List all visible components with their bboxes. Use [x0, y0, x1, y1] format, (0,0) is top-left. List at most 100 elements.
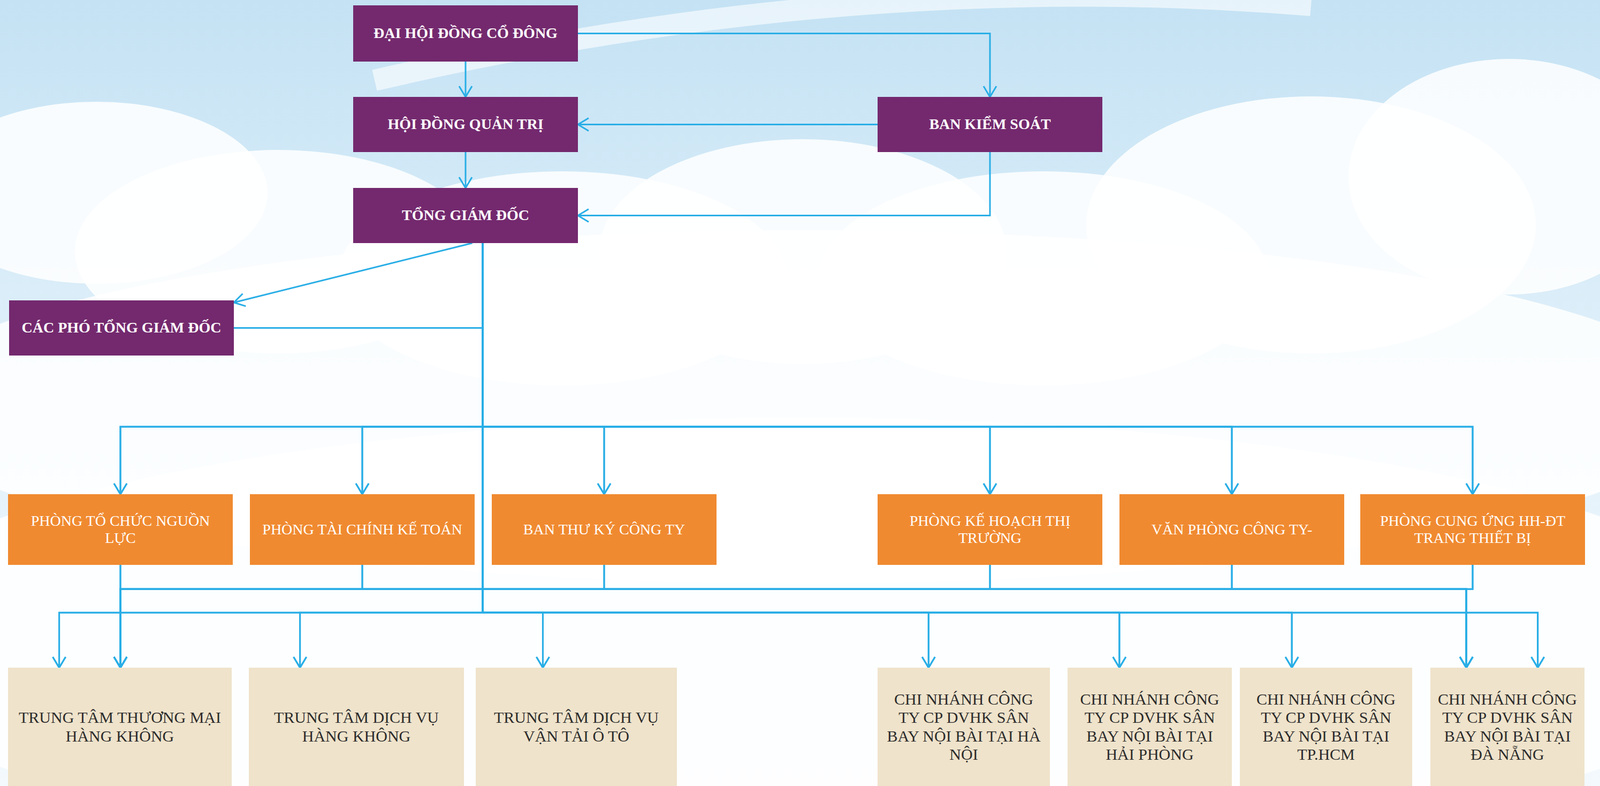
connector	[233, 242, 473, 307]
arrow-head	[922, 656, 935, 668]
connector	[577, 151, 990, 223]
box-label: TRUNG TÂM DỊCH VỤ VẬN TẢI Ô TÔ	[480, 707, 673, 745]
connector-line	[577, 151, 990, 216]
connector-line	[233, 328, 483, 668]
connector	[355, 242, 483, 494]
connector-line	[482, 242, 605, 494]
connector-line	[120, 564, 363, 668]
connector	[362, 564, 1473, 668]
connector	[233, 328, 611, 495]
connector-line	[482, 242, 929, 668]
arrow-head	[536, 656, 550, 668]
box-label: PHÒNG TỔ CHỨC NGUỒN LỰC	[14, 512, 227, 547]
connector	[233, 328, 997, 495]
leadership-box: BAN KIỂM SOÁT	[877, 96, 1103, 152]
connector-line	[233, 242, 473, 303]
connector-line	[233, 328, 1232, 495]
box-label: TỔNG GIÁM ĐỐC	[401, 206, 530, 224]
connector-line	[1466, 564, 1473, 668]
unit-box: CHI NHÁNH CÔNG TY CP DVHK SÂN BAY NỘI BÀ…	[877, 667, 1050, 786]
connector	[233, 328, 1239, 495]
box-label: PHÒNG CUNG ỨNG HH-ĐT TRANG THIẾT BỊ	[1366, 512, 1579, 547]
arrow-head	[293, 656, 307, 668]
connector-line	[482, 242, 1120, 668]
unit-box: TRUNG TÂM DỊCH VỤ VẬN TẢI Ô TÔ	[475, 667, 677, 786]
connector-line	[362, 564, 1467, 668]
connector-line	[577, 33, 990, 98]
unit-box: CHI NHÁNH CÔNG TY CP DVHK SÂN BAY NỘI BÀ…	[1067, 667, 1232, 786]
connector	[1459, 564, 1473, 668]
connector	[113, 564, 1232, 668]
connector	[113, 242, 483, 494]
box-label: ĐẠI HỘI ĐỒNG CỔ ĐÔNG	[373, 24, 558, 42]
connector	[482, 242, 1239, 494]
connector-line	[465, 151, 467, 188]
arrow-head	[459, 86, 472, 97]
connector	[482, 242, 1126, 668]
connector-line	[233, 328, 1120, 668]
connector	[482, 242, 1299, 668]
connector	[482, 242, 1480, 494]
connector	[233, 328, 483, 495]
connector-line	[989, 564, 1467, 668]
connector-line	[120, 564, 990, 668]
connector-line	[604, 564, 1467, 668]
connector	[482, 242, 935, 668]
connector-line	[465, 61, 467, 97]
unit-box: CHI NHÁNH CÔNG TY CP DVHK SÂN BAY NỘI BÀ…	[1239, 667, 1413, 786]
connector	[113, 564, 990, 668]
connector	[113, 564, 363, 668]
box-label: TRUNG TÂM DỊCH VỤ HÀNG KHÔNG	[253, 707, 460, 745]
unit-box: TRUNG TÂM THƯƠNG MẠI HÀNG KHÔNG	[8, 667, 232, 786]
connector	[120, 564, 1473, 668]
arrow-head	[597, 483, 611, 494]
department-box: BAN THƯ KÝ CÔNG TY	[491, 493, 717, 565]
connector-line	[482, 242, 1473, 494]
box-label: CHI NHÁNH CÔNG TY CP DVHK SÂN BAY NỘI BÀ…	[1244, 689, 1408, 764]
arrow-head	[113, 483, 127, 494]
connector	[233, 328, 1126, 668]
connector-line	[120, 242, 483, 494]
connector-line	[482, 242, 544, 668]
connector	[482, 242, 997, 494]
connector-line	[362, 242, 483, 494]
connector-line	[482, 242, 1232, 494]
connector-line	[120, 564, 1232, 668]
box-label: BAN THƯ KÝ CÔNG TY	[523, 520, 685, 538]
leadership-box: TỔNG GIÁM ĐỐC	[353, 187, 578, 243]
arrow-head	[233, 293, 246, 307]
arrow-head	[355, 483, 369, 494]
connector-line	[233, 328, 990, 495]
arrow-head	[1285, 656, 1299, 668]
box-label: PHÒNG TÀI CHÍNH KẾ TOÁN	[262, 520, 462, 538]
connector-line	[577, 123, 878, 126]
connector	[482, 242, 1545, 668]
box-label: PHÒNG KẾ HOẠCH THỊ TRƯỜNG	[884, 512, 1096, 547]
box-label: BAN KIỂM SOÁT	[928, 115, 1051, 133]
box-label: CHI NHÁNH CÔNG TY CP DVHK SÂN BAY NỘI BÀ…	[881, 689, 1046, 764]
connector	[233, 328, 1545, 668]
arrow-head	[1459, 656, 1473, 668]
box-label: CHI NHÁNH CÔNG TY CP DVHK SÂN BAY NỘI BÀ…	[1434, 689, 1581, 764]
leadership-box: ĐẠI HỘI ĐỒNG CỔ ĐÔNG	[353, 5, 578, 62]
connector-line	[233, 328, 1538, 668]
arrow-head	[1466, 483, 1480, 494]
arrow-head	[983, 483, 997, 494]
arrow-head	[113, 656, 127, 668]
box-label: VĂN PHÒNG CÔNG TY-	[1151, 520, 1313, 538]
connector-line	[300, 242, 483, 668]
department-box: VĂN PHÒNG CÔNG TY-	[1119, 493, 1345, 565]
connector	[233, 328, 1480, 495]
connector-line	[233, 328, 929, 668]
connector	[482, 242, 550, 668]
arrow-head	[983, 86, 997, 97]
connector	[459, 61, 472, 97]
department-box: PHÒNG TÀI CHÍNH KẾ TOÁN	[249, 493, 475, 565]
connector	[577, 33, 997, 98]
connector	[577, 118, 878, 132]
clouds	[0, 58, 1600, 786]
department-box: PHÒNG CUNG ỨNG HH-ĐT TRANG THIẾT BỊ	[1360, 493, 1586, 565]
arrow-head	[1225, 483, 1239, 494]
leadership-box: HỘI ĐỒNG QUẢN TRỊ	[353, 96, 578, 152]
connector	[482, 242, 611, 494]
